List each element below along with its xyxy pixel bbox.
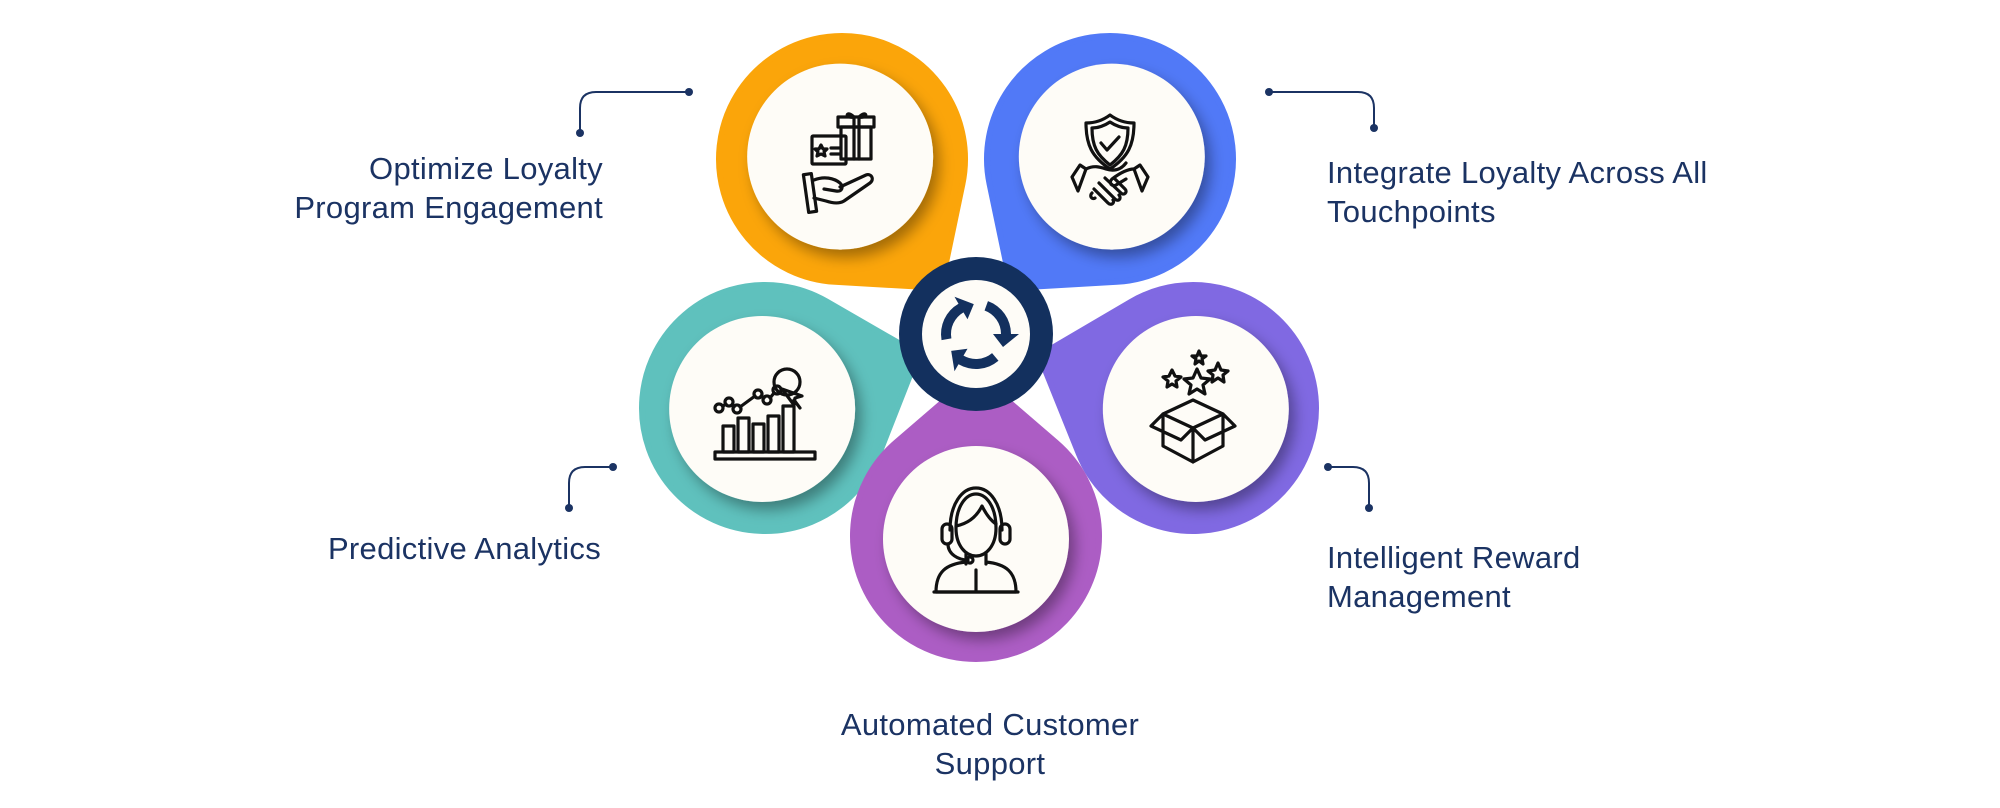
label-line: Automated Customer: [840, 707, 1140, 742]
connector-dot: [1265, 88, 1273, 96]
petal-customer-support: [850, 370, 1102, 662]
label-line: Integrate Loyalty Across All: [1327, 155, 1708, 190]
icon-circle: [1018, 63, 1205, 250]
support-agent-headset-icon: [932, 486, 1020, 594]
label-line: Management: [1327, 579, 1511, 614]
reward-box-stars-icon: [1149, 349, 1237, 464]
connector-line: [1324, 463, 1373, 512]
gift-card-hand-icon: [801, 112, 876, 214]
petal-reward-management: [1036, 282, 1319, 534]
analytics-chart-icon: [713, 367, 817, 461]
cycle-arrows-icon: [941, 296, 1019, 372]
icon-circle: [669, 315, 856, 502]
icon-circle: [883, 446, 1069, 632]
label-customer-support: Automated Customer Support: [790, 705, 1190, 783]
cycle-arrow: [984, 301, 1019, 348]
cycle-arrow: [941, 296, 974, 341]
connector-line: [576, 88, 693, 137]
connectors: [565, 88, 1378, 512]
label-line: Predictive Analytics: [327, 531, 601, 566]
connector-dot: [576, 129, 584, 137]
label-line: Support: [934, 746, 1046, 781]
connector-dot: [1365, 504, 1373, 512]
connector-dot: [685, 88, 693, 96]
connector-dot: [609, 463, 617, 471]
petal-predictive-analytics: [639, 282, 922, 534]
petals: [639, 33, 1319, 662]
connector-line: [1265, 88, 1378, 132]
label-predictive-analytics: Predictive Analytics: [328, 529, 601, 568]
petal-loyalty-engagement: [716, 33, 968, 291]
icon-circle: [1102, 315, 1289, 502]
label-line: Program Engagement: [294, 190, 603, 225]
connector-dot: [1324, 463, 1332, 471]
label-loyalty-engagement: Optimize Loyalty Program Engagement: [294, 149, 603, 227]
label-line: Touchpoints: [1327, 194, 1496, 229]
hub-inner: [922, 280, 1030, 388]
hub: [899, 257, 1053, 411]
petal-integrate-touchpoints: [984, 33, 1236, 291]
label-integrate-touchpoints: Integrate Loyalty Across All Touchpoints: [1327, 153, 1708, 231]
connector-dot: [1370, 124, 1378, 132]
connector-line: [565, 463, 617, 512]
label-line: Intelligent Reward: [1327, 540, 1581, 575]
shield-handshake-icon: [1070, 113, 1150, 206]
connector-dot: [565, 504, 573, 512]
cycle-arrow: [951, 348, 999, 372]
label-reward-management: Intelligent Reward Management: [1327, 538, 1581, 616]
label-line: Optimize Loyalty: [369, 151, 603, 186]
